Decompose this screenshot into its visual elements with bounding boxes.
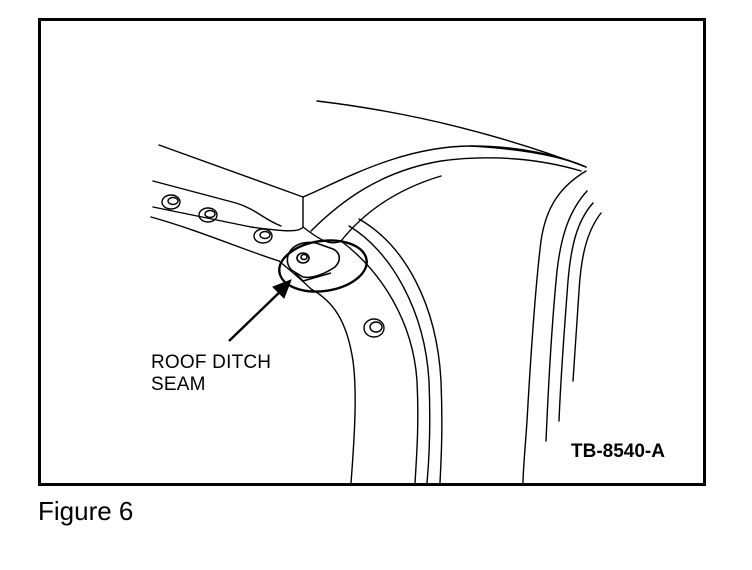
- roof-ditch-illustration: [150, 100, 602, 483]
- ditch-line-1: [302, 175, 442, 244]
- right-panel-outer: [522, 170, 587, 483]
- callout-label: ROOF DITCH SEAM: [151, 352, 271, 396]
- roof-panel-top-edge: [158, 144, 304, 198]
- right-panel-inner-2: [558, 202, 594, 422]
- right-panel-top: [470, 145, 587, 168]
- seam-tab: [286, 241, 341, 279]
- callout-arrowhead: [272, 279, 292, 299]
- flange-hole-4-inner: [369, 321, 383, 333]
- flange-rail-top: [152, 180, 282, 227]
- flange-hole-2-inner: [204, 209, 216, 219]
- callout-leader-line: [228, 286, 286, 342]
- callout-label-line-1: ROOF DITCH: [151, 352, 272, 373]
- flange-rail-lower: [150, 216, 280, 262]
- ditch-line-3: [348, 225, 431, 483]
- figure-caption: Figure 6: [38, 496, 134, 526]
- seam-tab-edge: [294, 272, 332, 282]
- flange-hole-2: [198, 207, 218, 223]
- roof-panel-bottom-edge: [152, 206, 304, 232]
- roof-panel-curve-lower: [310, 157, 582, 232]
- seam-highlight-circle: [278, 239, 368, 293]
- flange-rail-bottom: [278, 260, 356, 483]
- flange-hole-1-inner: [167, 196, 179, 206]
- ditch-line-4: [358, 218, 443, 483]
- roof-panel-curve-upper: [302, 145, 587, 198]
- flange-hole-3-inner: [259, 230, 271, 240]
- callout-label-line-2: SEAM: [151, 374, 206, 395]
- flange-hole-4: [363, 318, 385, 338]
- roof-skin-outer-line: [316, 100, 587, 168]
- flange-hole-3: [253, 228, 273, 244]
- right-panel-inner-1: [545, 190, 588, 442]
- flange-hole-1: [161, 194, 181, 210]
- right-panel-inner-3: [572, 212, 602, 382]
- figure-frame: ROOF DITCH SEAM TB-8540-A: [38, 18, 706, 486]
- figure-reference-code: TB-8540-A: [571, 441, 665, 462]
- seam-tab-hole-inner: [300, 253, 308, 261]
- seam-tab-hole: [296, 252, 310, 264]
- ditch-line-2: [340, 240, 419, 483]
